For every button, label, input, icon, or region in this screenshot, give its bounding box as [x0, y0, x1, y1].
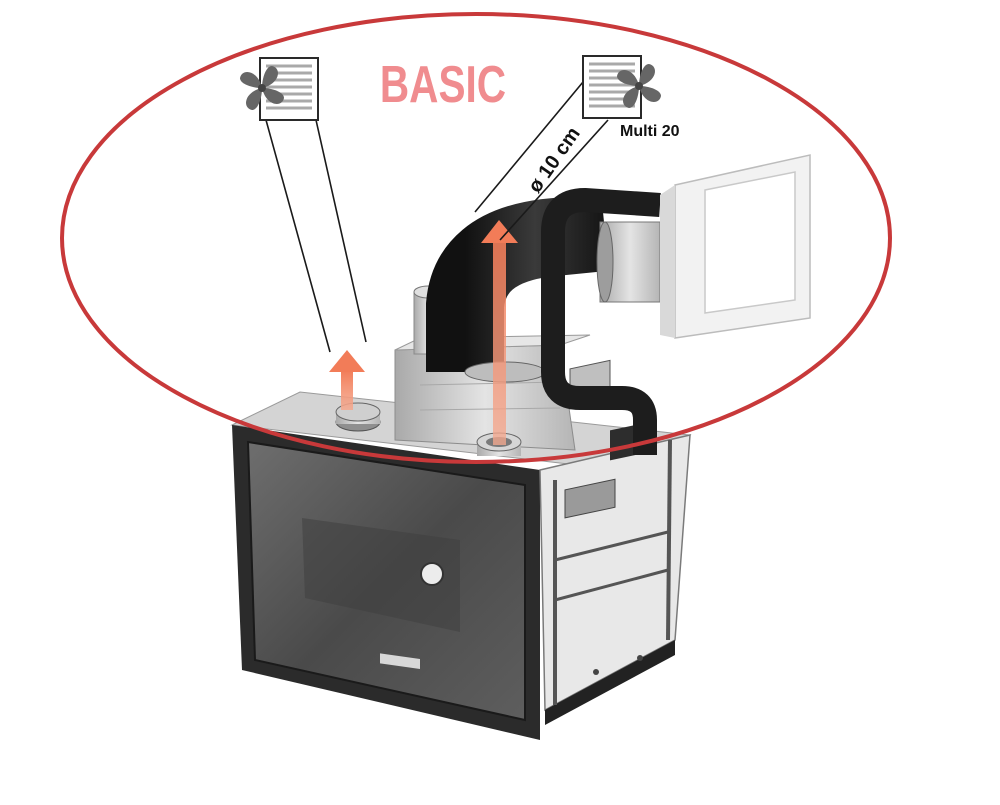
left-airflow-arrow	[329, 350, 365, 410]
basic-title: BASIC	[380, 55, 506, 113]
center-airflow-arrow	[481, 220, 518, 445]
wall-grille	[660, 154, 811, 339]
black-duct-loop	[541, 188, 661, 455]
duct-diameter-label: ø 10 cm	[524, 123, 585, 197]
right-guide-lines	[474, 81, 609, 241]
fan-model-label: Multi 20	[620, 123, 680, 140]
fireplace-insert	[230, 285, 692, 740]
door-knob	[420, 562, 444, 586]
inner-firebox	[302, 518, 460, 632]
basic-zone-ellipse	[60, 12, 892, 464]
fan-grille-icon	[240, 57, 319, 121]
duct-collar-steel	[596, 221, 661, 303]
fan-grille-icon	[582, 55, 661, 119]
door-latch	[380, 653, 420, 670]
left-guide-lines	[265, 119, 367, 353]
